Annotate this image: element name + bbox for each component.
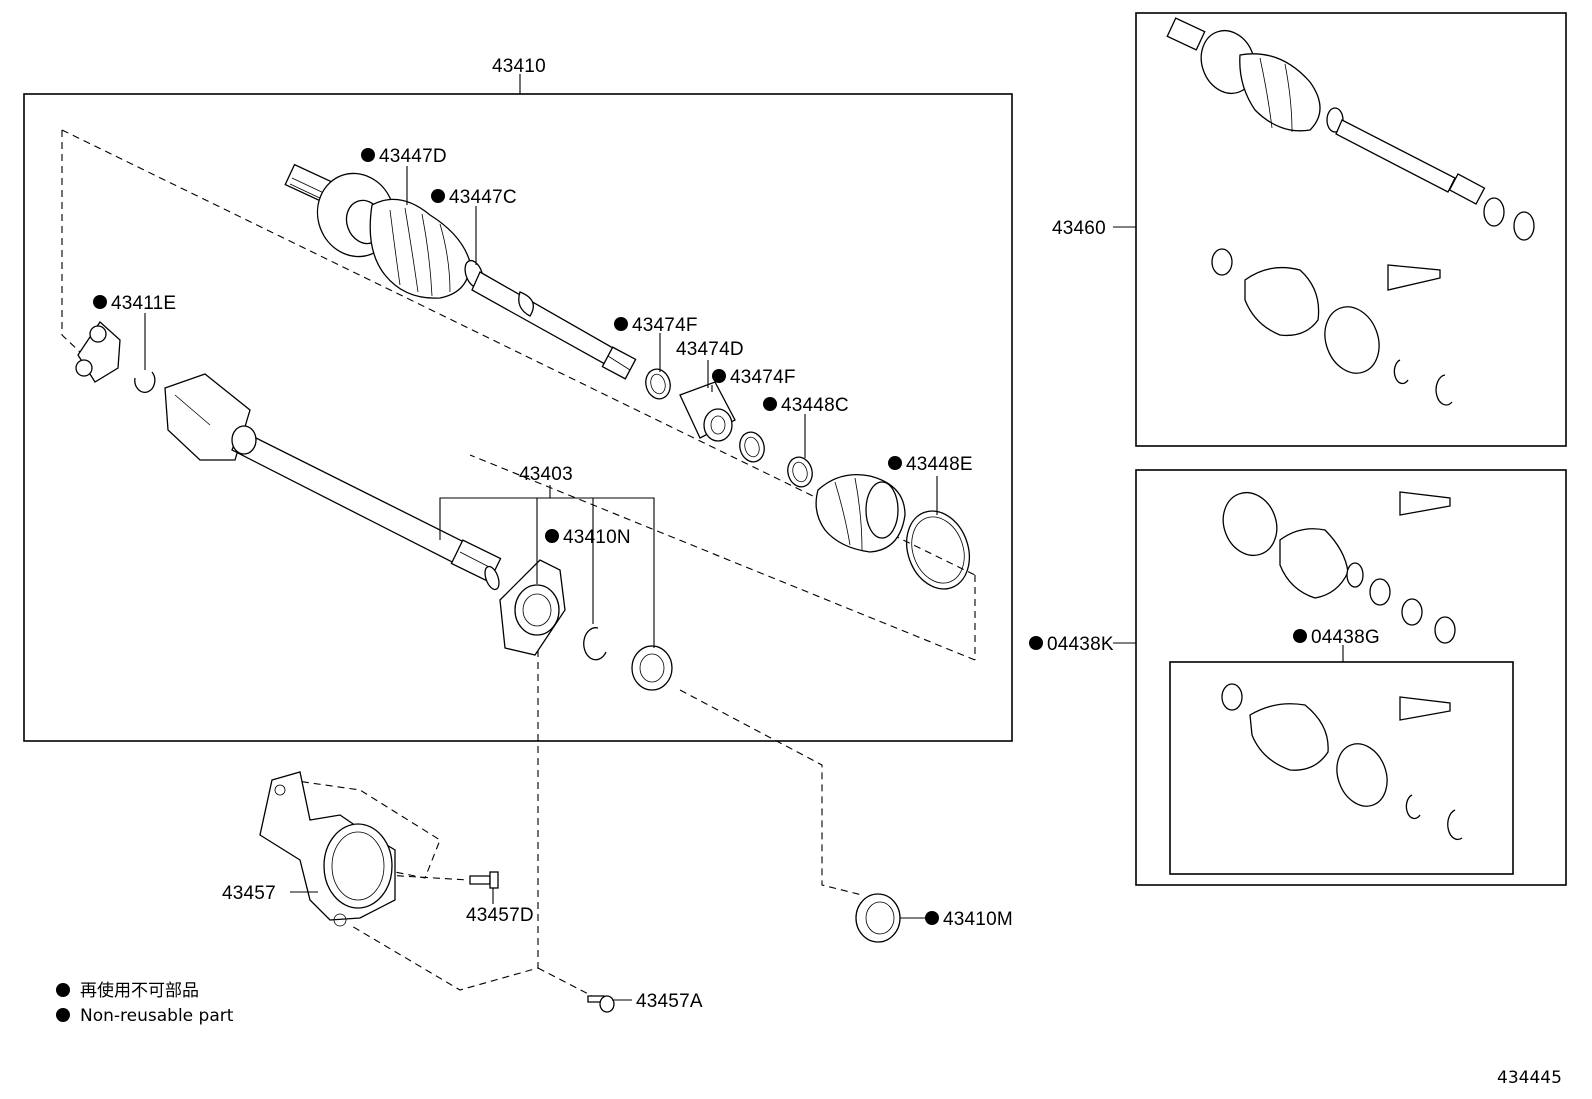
dash-axis-upper [61,130,81,353]
boot-kit-04438K [1222,491,1456,644]
nonreusable-dot [763,397,777,411]
legend-en: Non-reusable part [80,1006,234,1026]
label-43474F-b: 43474F [730,367,796,388]
legend-dot-en [56,1008,70,1022]
bolt-43457D [469,871,499,889]
nonreusable-dot [93,295,107,309]
nonreusable-dot [888,456,902,470]
outboard-shaft-assembly [284,163,637,380]
label-43410: 43410 [492,56,546,77]
boot-kit-04438G [1221,683,1463,841]
bearing-bracket-43403 [499,559,566,656]
label-43448C: 43448C [781,395,849,416]
clamp-43474F-b [739,431,765,463]
clamp-43474F-a [645,368,671,400]
clamp-43448E [906,510,970,590]
label-43460: 43460 [1052,218,1106,239]
label-43448E: 43448E [906,454,973,475]
inboard-boot [815,473,906,553]
seal-43410M [855,893,901,943]
frame-43410 [23,93,1013,742]
label-04438G: 04438G [1311,627,1380,648]
label-04438K: 04438K [1047,634,1114,655]
diagram-id: 434445 [1497,1068,1562,1088]
label-43457A: 43457A [636,991,703,1012]
dash-bolt-line [537,967,601,1001]
label-43410M: 43410M [943,909,1013,930]
label-43410N: 43410N [563,527,631,548]
bolt-43457A [587,995,615,1013]
nonreusable-dot [361,148,375,162]
nonreusable-dot [1029,636,1043,650]
dash-bolt-43457D [384,874,469,881]
nonreusable-dot [614,317,628,331]
nonreusable-dot [712,369,726,383]
seal-lower [631,645,673,691]
nonreusable-dot [925,911,939,925]
frame-43460 [1135,12,1567,447]
label-43457: 43457 [222,883,276,904]
nonreusable-dot [545,529,559,543]
label-43411E: 43411E [111,293,176,314]
dash-seal-line [679,689,863,896]
label-43457D: 43457D [466,905,534,926]
label-43474F-a: 43474F [632,315,698,336]
damper-43474D [679,381,736,442]
shaft-assembly-43460 [1166,17,1535,406]
knuckle-43457 [259,771,396,927]
nonreusable-dot [431,189,445,203]
dash-bottom-diagonal [469,454,976,661]
dash-bearing-to-knuckle [349,650,539,991]
label-43447D: 43447D [379,146,447,167]
legend-dot-jp [56,983,70,997]
label-43474D: 43474D [676,339,744,360]
frame-04438K [1135,469,1567,886]
legend-jp: 再使用不可部品 [80,980,199,1001]
label-43403: 43403 [519,464,573,485]
frame-04438G [1169,661,1514,875]
snap-ring-43410N [583,627,607,661]
nonreusable-dot [1293,629,1307,643]
label-43447C: 43447C [449,187,517,208]
dash-knuckle-outline [289,779,441,879]
inboard-shaft-assembly [75,321,502,591]
